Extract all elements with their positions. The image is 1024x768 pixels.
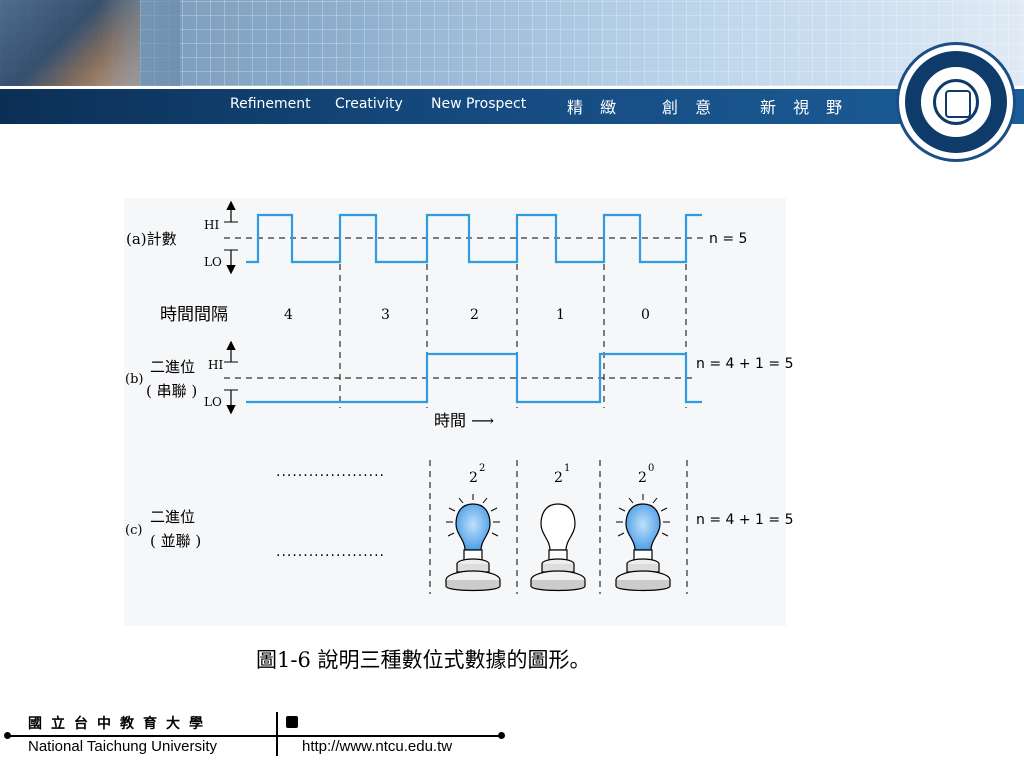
time-arrow-label: 時間 ⟶ <box>434 411 494 430</box>
footer-english-name: National Taichung University <box>28 738 217 755</box>
row-b-label-prefix: (b) <box>125 372 143 387</box>
row-c-label-line2: ( 並聯 ) <box>150 532 201 550</box>
row-a-label: (a)計數 <box>126 230 177 248</box>
interval-value-0: 0 <box>641 307 650 323</box>
row-b-serial-waveform <box>246 352 702 404</box>
row-b-hi-label: HI <box>208 358 223 372</box>
row-a-hi-label: HI <box>204 218 219 232</box>
banner-photo <box>0 0 180 86</box>
seal-emblem <box>933 79 979 125</box>
diagram-svg: (a)計數 HI LO n = 5 時間間隔 4 3 2 1 0 二進位 (b)… <box>125 200 794 594</box>
row-a-pulse-waveform <box>246 213 702 264</box>
footer-square-icon <box>286 716 298 728</box>
university-seal-logo <box>896 42 1016 162</box>
slogan-creativity: Creativity <box>335 96 403 112</box>
bulb-lit-2-to-0-icon <box>615 494 671 592</box>
interval-label: 時間間隔 <box>160 305 228 325</box>
row-b-label-line1: 二進位 <box>150 358 195 376</box>
row-b-n-label: n = 4 + 1 = 5 <box>696 356 794 372</box>
interval-value-3: 3 <box>381 307 390 323</box>
footer-dot-left-icon <box>4 732 11 739</box>
slogan-cjk-creativity: 創 意 <box>662 98 718 117</box>
row-c-n-label: n = 4 + 1 = 5 <box>696 512 794 528</box>
row-c-dots-top: .................... <box>276 464 385 480</box>
slogan-cjk-new-prospect: 新 視 野 <box>760 98 849 117</box>
footer-dot-right-icon <box>498 732 505 739</box>
footer-divider <box>276 712 278 756</box>
power-1-base: 2 <box>554 470 563 486</box>
figure-caption: 圖1-6 說明三種數位式數據的圖形。 <box>256 648 591 672</box>
power-0-exponent: 0 <box>648 463 654 474</box>
power-2-exponent: 2 <box>479 463 485 474</box>
row-c-label-prefix: (c) <box>125 523 142 538</box>
slogan-cjk-refinement: 精 緻 <box>567 98 623 117</box>
row-c-label-line1: 二進位 <box>150 508 195 526</box>
interval-value-4: 4 <box>284 307 293 323</box>
power-0-base: 2 <box>638 470 647 486</box>
interval-value-2: 2 <box>470 307 479 323</box>
row-a-lo-label: LO <box>204 255 222 269</box>
bulb-lit-2-squared-icon <box>445 494 501 592</box>
row-a-n-label: n = 5 <box>709 231 747 247</box>
header-banner <box>0 0 1024 124</box>
power-1-exponent: 1 <box>564 463 570 474</box>
footer-chinese-name: 國立台中教育大學 <box>28 716 212 732</box>
footer-url-link[interactable]: http://www.ntcu.edu.tw <box>302 738 453 755</box>
power-2-base: 2 <box>469 470 478 486</box>
digital-data-diagram: (a)計數 HI LO n = 5 時間間隔 4 3 2 1 0 二進位 (b)… <box>124 198 794 626</box>
bulb-off-2-to-1-icon <box>530 503 586 592</box>
row-b-lo-label: LO <box>204 395 222 409</box>
interval-value-1: 1 <box>556 307 565 323</box>
footer-rule <box>8 735 502 737</box>
banner-divider <box>0 86 1024 89</box>
row-b-label-line2: ( 串聯 ) <box>146 382 197 400</box>
row-c-dots-bottom: .................... <box>276 544 385 560</box>
slogan-refinement: Refinement <box>230 96 311 112</box>
slogan-bar <box>0 89 1024 124</box>
slogan-new-prospect: New Prospect <box>431 96 527 112</box>
